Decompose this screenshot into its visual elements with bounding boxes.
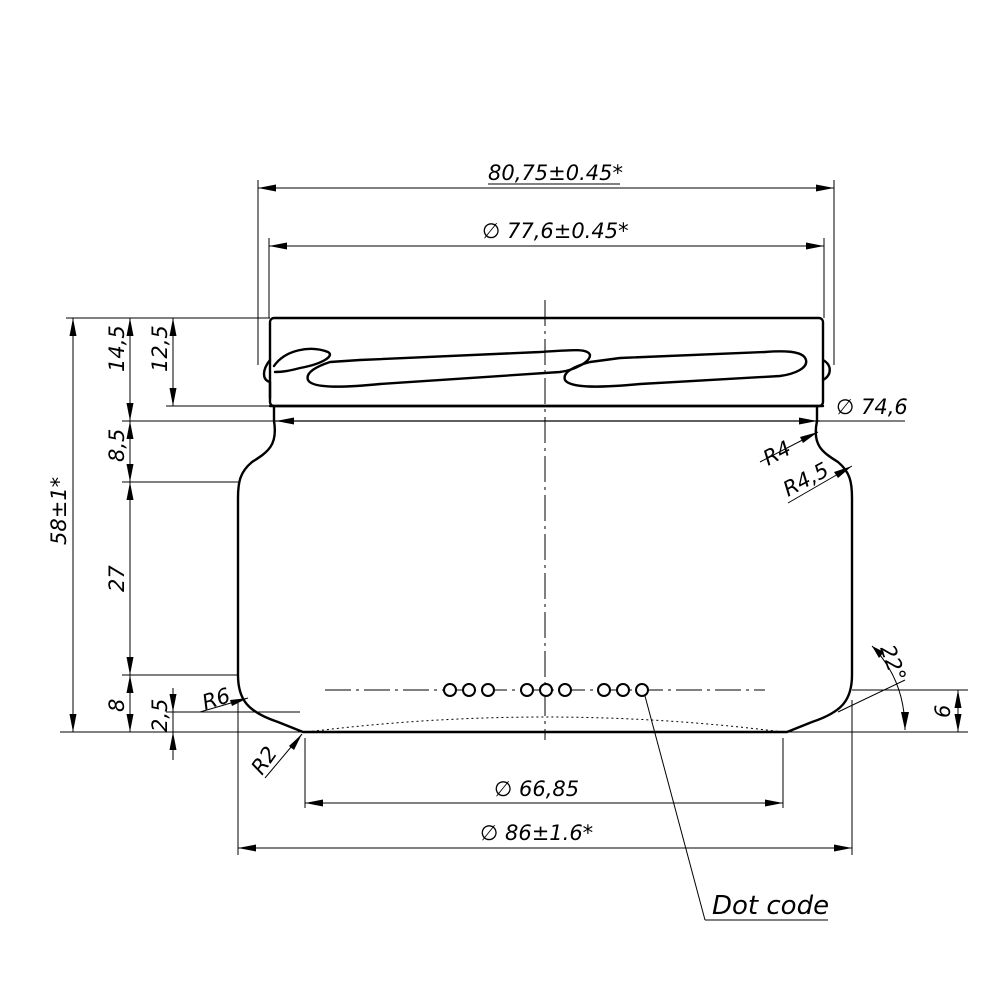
dim-neck-diameter: ∅ 74,6 <box>276 395 908 425</box>
dim-h-27-label: 27 <box>105 565 129 592</box>
jar-outline <box>236 300 854 740</box>
thread-lug-left <box>262 347 331 400</box>
dim-top-width-label: 80,75±0.45* <box>488 161 623 185</box>
radius-callouts: R4 R4,5 R6 R2 <box>199 431 853 779</box>
dim-body-diameter-label: ∅ 86±1.6* <box>480 821 593 845</box>
dot-code-label: Dot code <box>712 891 829 921</box>
thread-lug-1 <box>306 348 592 388</box>
dot-code-dot <box>443 683 457 697</box>
dot-code-callout: Dot code <box>644 695 829 921</box>
dim-thread-diameter-label: ∅ 77,6±0.45* <box>482 219 629 243</box>
dot-code-dot <box>462 683 476 697</box>
dot-code-dot <box>539 683 553 697</box>
dim-angle-label: 22° <box>875 642 910 685</box>
dim-top-width: 80,75±0.45* <box>257 161 835 365</box>
dim-h-8-5-label: 8,5 <box>105 429 129 462</box>
dim-thread-diameter: ∅ 77,6±0.45* <box>268 219 825 318</box>
dim-h-8-label: 8 <box>105 699 129 712</box>
dim-base-diameter-label: ∅ 66,85 <box>494 777 579 801</box>
dim-total-height-label: 58±1* <box>47 477 71 545</box>
radius-r6-label: R6 <box>199 683 233 714</box>
dot-code-dot <box>481 683 495 697</box>
jar-finish <box>268 316 825 408</box>
dot-code-dot <box>616 683 630 697</box>
dim-base-diameter: ∅ 66,85 <box>304 738 784 808</box>
dim-vertical-right: 6 22° <box>787 642 968 733</box>
dim-vertical-left: 58±1* 14,5 12,5 8,5 27 8 2,5 <box>47 317 303 760</box>
radius-r4-5-label: R4,5 <box>779 458 833 502</box>
thread-lug-2 <box>563 350 808 388</box>
dot-code-dot <box>558 683 572 697</box>
dim-body-diameter: ∅ 86±1.6* <box>237 700 853 855</box>
dot-code-dot <box>520 683 534 697</box>
base-concave-line <box>306 716 784 733</box>
dot-code-group <box>443 683 649 697</box>
dim-neck-diameter-label: ∅ 74,6 <box>836 395 908 419</box>
radius-r2-label: R2 <box>246 742 282 779</box>
dot-code-dot <box>635 683 649 697</box>
dot-code-dot <box>597 683 611 697</box>
radius-r4-label: R4 <box>759 436 795 470</box>
dim-h-2-5-label: 2,5 <box>148 699 172 732</box>
dim-h-6-label: 6 <box>931 705 955 718</box>
dim-h-12-5-label: 12,5 <box>148 325 172 372</box>
dim-h-14-5-label: 14,5 <box>105 325 129 372</box>
thread-lug-right <box>821 358 831 382</box>
